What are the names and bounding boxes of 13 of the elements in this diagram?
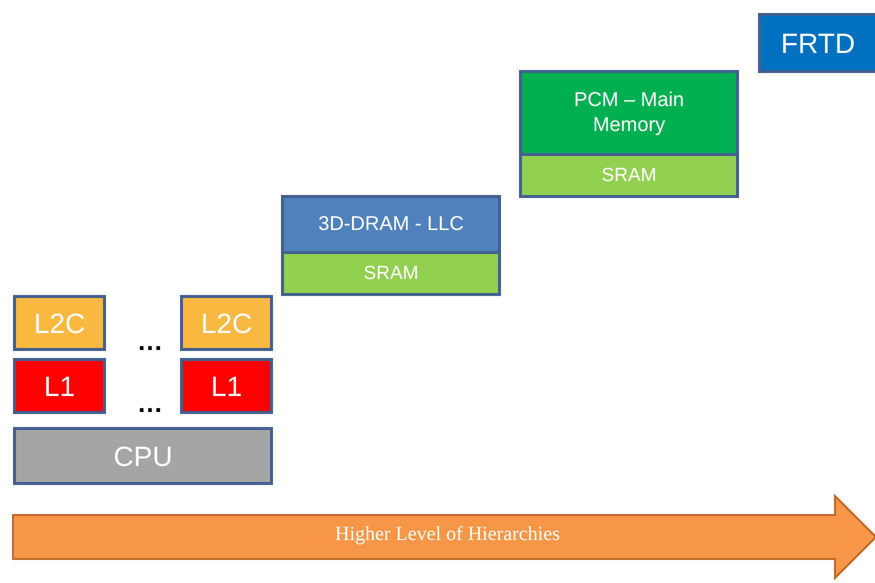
storage-block: FRTD	[758, 13, 875, 73]
cache-block: L1	[13, 358, 106, 414]
arrow-label: Higher Level of Hierarchies	[335, 523, 560, 546]
memory-block: SRAM	[519, 156, 739, 198]
memory-block: 3D-DRAM - LLC	[281, 195, 501, 254]
cpu-block: CPU	[13, 427, 273, 485]
cache-block: L2C	[13, 295, 106, 351]
memory-block: SRAM	[281, 254, 501, 296]
cache-block: L1	[180, 358, 273, 414]
ellipsis-text: …	[137, 388, 163, 419]
cache-block: L2C	[180, 295, 273, 351]
memory-block: PCM – Main Memory	[519, 70, 739, 156]
ellipsis-text: …	[137, 326, 163, 357]
